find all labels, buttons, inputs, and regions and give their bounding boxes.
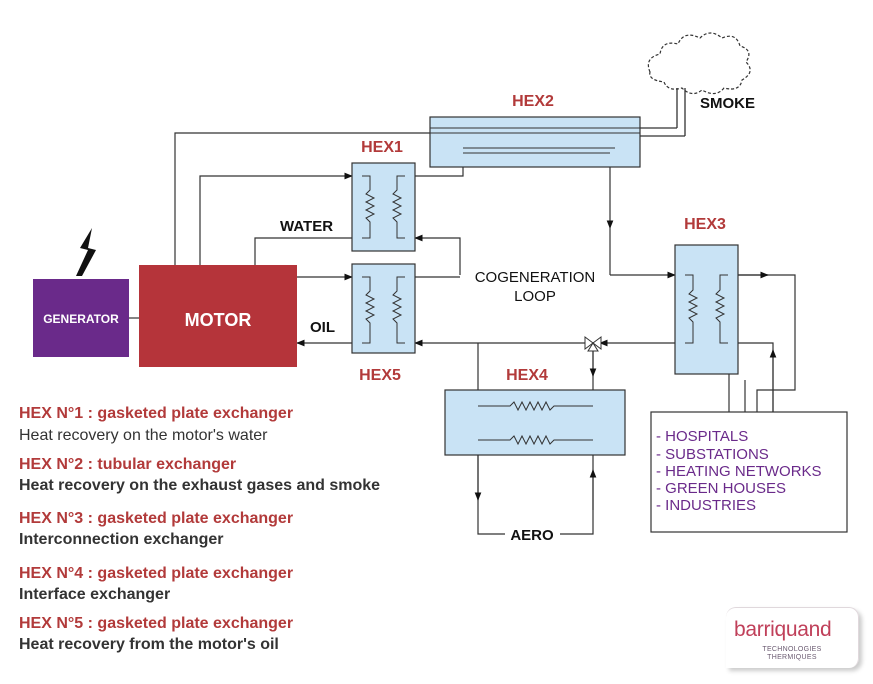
aero-label: AERO <box>510 527 554 544</box>
water-label: WATER <box>280 218 333 235</box>
legend-hex3-title: HEX N°3 : gasketed plate exchanger <box>19 510 294 527</box>
consumer-item: - GREEN HOUSES <box>656 480 786 497</box>
hex2-label: HEX2 <box>512 93 554 110</box>
legend-hex5-desc: Heat recovery from the motor's oil <box>19 636 279 653</box>
legend-hex4-title: HEX N°4 : gasketed plate exchanger <box>19 565 294 582</box>
consumer-item: - HEATING NETWORKS <box>656 463 822 480</box>
lightning-icon <box>76 228 96 276</box>
consumers-box <box>650 411 848 533</box>
hex4-exchanger <box>444 389 626 456</box>
three-way-valve-icon <box>584 336 602 352</box>
logo-subtitle-2: THERMIQUES <box>767 654 817 661</box>
logo-name: barriquand <box>734 618 832 641</box>
smoke-pipes <box>640 88 686 137</box>
consumer-item: - INDUSTRIES <box>656 497 756 514</box>
smoke-label: SMOKE <box>700 95 755 112</box>
generator-box <box>33 279 129 357</box>
legend-hex3-desc: Interconnection exchanger <box>19 531 224 548</box>
legend-hex2-desc: Heat recovery on the exhaust gases and s… <box>19 477 381 494</box>
cogeneration-label-line2: LOOP <box>514 288 556 305</box>
legend-hex5-title: HEX N°5 : gasketed plate exchanger <box>19 615 294 632</box>
legend-hex1-desc: Heat recovery on the motor's water <box>19 427 268 444</box>
cogeneration-label-line1: COGENERATION <box>475 269 596 286</box>
hex1-exchanger <box>351 162 416 252</box>
hex3-exchanger <box>674 244 739 375</box>
oil-label: OIL <box>310 319 335 336</box>
legend-hex2-title: HEX N°2 : tubular exchanger <box>19 456 237 473</box>
motor-box <box>139 265 297 367</box>
consumer-item: - HOSPITALS <box>656 428 748 445</box>
logo-subtitle-1: TECHNOLOGIES <box>762 646 822 653</box>
generator-label: GENERATOR <box>43 312 119 326</box>
consumers-list: - HOSPITALS - SUBSTATIONS - HEATING NETW… <box>656 428 822 514</box>
hex3-label: HEX3 <box>684 216 726 233</box>
hex5-exchanger <box>351 263 416 354</box>
smoke-cloud-icon <box>647 32 751 95</box>
hex5-label: HEX5 <box>359 367 401 384</box>
hex2-exchanger <box>429 116 641 168</box>
legend-hex4-desc: Interface exchanger <box>19 586 171 603</box>
hex1-label: HEX1 <box>361 139 403 156</box>
motor-label: MOTOR <box>185 310 252 330</box>
consumer-item: - SUBSTATIONS <box>656 446 769 463</box>
barriquand-logo: barriquand TECHNOLOGIES THERMIQUES <box>726 607 859 668</box>
legend-hex1-title: HEX N°1 : gasketed plate exchanger <box>19 405 294 422</box>
hex4-label: HEX4 <box>506 367 548 384</box>
